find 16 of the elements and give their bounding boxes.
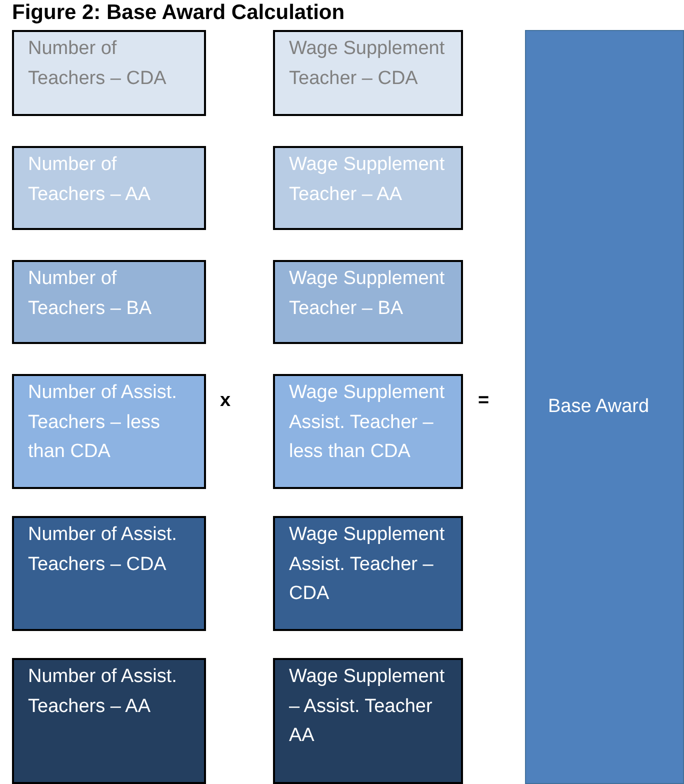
factor-box: Number of Assist. Teachers – less than CDA xyxy=(12,374,206,489)
figure-title: Figure 2: Base Award Calculation xyxy=(12,1,345,25)
factor-box: Number of Teachers – BA xyxy=(12,260,206,344)
factor-box: Number of Teachers – CDA xyxy=(12,30,206,116)
operator-sign: = xyxy=(478,390,490,412)
operator-sign: x xyxy=(220,390,231,412)
factor-box: Wage Supplement Assist. Teacher – CDA xyxy=(273,516,463,631)
factor-box: Wage Supplement Assist. Teacher – less than CDA xyxy=(273,374,463,489)
factor-box: Wage Supplement Teacher – BA xyxy=(273,260,463,344)
factor-box: Number of Teachers – AA xyxy=(12,146,206,230)
result-box: Base Award xyxy=(525,30,684,784)
factor-box: Wage Supplement Teacher – AA xyxy=(273,146,463,230)
factor-box: Wage Supplement Teacher – CDA xyxy=(273,30,463,116)
factor-box: Number of Assist. Teachers – AA xyxy=(12,658,206,784)
factor-box: Wage Supplement – Assist. Teacher AA xyxy=(273,658,463,784)
factor-box: Number of Assist. Teachers – CDA xyxy=(12,516,206,631)
